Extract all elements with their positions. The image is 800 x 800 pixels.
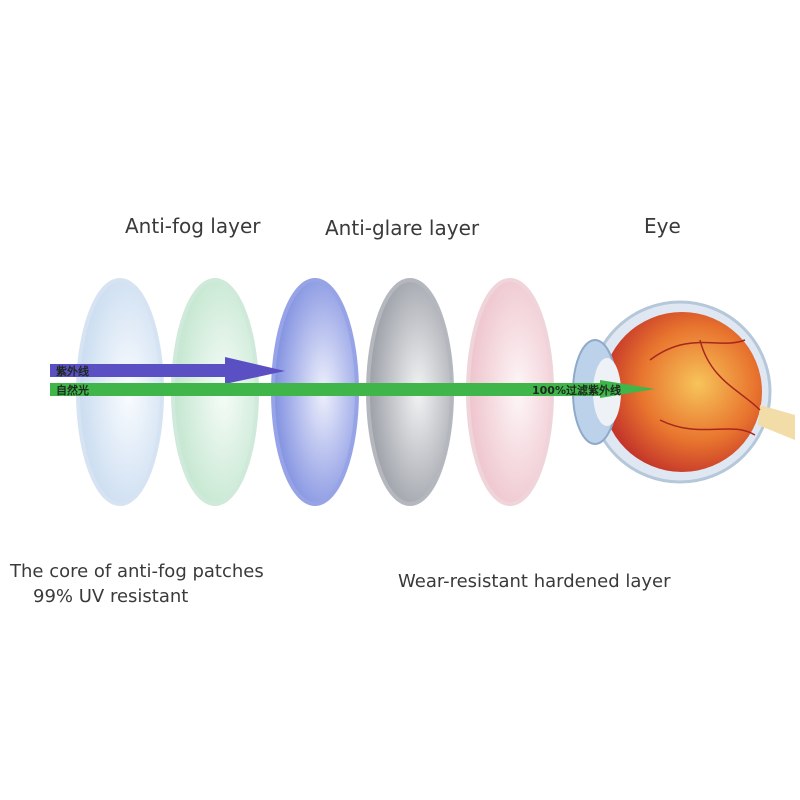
uv-label: 紫外线 <box>56 364 89 378</box>
core-label-line2: 99% UV resistant <box>33 586 189 607</box>
natural-light-beam <box>50 380 655 398</box>
natural-light-label: 自然光 <box>56 383 89 397</box>
eye-label: Eye <box>644 214 681 238</box>
hardened-layer-label: Wear-resistant hardened layer <box>398 571 671 592</box>
core-label-line1: The core of anti-fog patches <box>10 561 264 582</box>
uv-arrow <box>50 357 285 384</box>
filtered-uv-label: 100%过滤紫外线 <box>532 383 621 397</box>
anti-fog-layer-label: Anti-fog layer <box>125 214 261 238</box>
anti-glare-layer-label: Anti-glare layer <box>325 216 480 240</box>
